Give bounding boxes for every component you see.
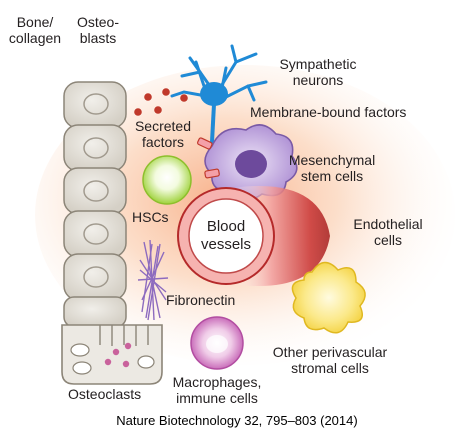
hscs-label: HSCs	[132, 209, 169, 225]
blood-vessel	[177, 186, 330, 286]
mesenchymal-line-2: stem cells	[300, 168, 364, 184]
other-perivascular-line-2: stromal cells	[291, 360, 369, 376]
mesenchymal-line-1: Mesenchymal	[288, 152, 376, 168]
other-perivascular-line-1: Other perivascular	[272, 344, 388, 360]
macrophages-line-2: immune cells	[176, 390, 258, 406]
macrophages-label: Macrophages, immune cells	[164, 374, 270, 406]
bone-cell-column	[63, 81, 127, 328]
blood-vessels-line-1: Blood	[206, 218, 246, 235]
membrane-bound-factor-marks	[197, 137, 220, 179]
blood-vessels-label: Blood vessels	[196, 218, 256, 254]
sympathetic-neurons-label: Sympathetic neurons	[270, 56, 366, 88]
endothelial-cells-label: Endothelial cells	[344, 216, 432, 248]
citation: Nature Biotechnology 32, 795–803 (2014)	[116, 413, 358, 428]
mesenchymal-stem-cells-label: Mesenchymal stem cells	[284, 152, 380, 184]
secreted-factors-line-2: factors	[141, 134, 184, 150]
fibronectin-fibers	[137, 239, 169, 321]
secreted-factors-label: Secreted factors	[128, 118, 198, 150]
sympathetic-neurons-line-2: neurons	[292, 72, 344, 88]
hsc-cell	[142, 155, 192, 205]
osteoblasts-line-1: Osteo-	[76, 14, 119, 30]
secreted-factors-line-1: Secreted	[134, 118, 192, 134]
macrophage-cell	[190, 316, 244, 370]
stromal-cell	[291, 261, 366, 334]
bone-collagen-line-2: collagen	[8, 30, 62, 46]
other-perivascular-label: Other perivascular stromal cells	[262, 344, 398, 376]
membrane-bound-factors-label: Membrane-bound factors	[250, 104, 407, 120]
macrophages-line-1: Macrophages,	[172, 374, 262, 390]
bone-collagen-label: Bone/ collagen	[6, 14, 64, 46]
osteoblasts-label: Osteo- blasts	[68, 14, 128, 46]
sympathetic-neuron	[170, 44, 268, 150]
secreted-factor-dots	[134, 88, 188, 116]
blood-vessels-line-2: vessels	[200, 236, 252, 253]
mesenchymal-stem-cell	[204, 124, 298, 201]
osteoclasts-label: Osteoclasts	[68, 386, 142, 402]
sympathetic-neurons-line-1: Sympathetic	[279, 56, 357, 72]
bone-collagen-line-1: Bone/	[16, 14, 54, 30]
fibronectin-label: Fibronectin	[166, 292, 236, 308]
osteoclast-cell	[61, 324, 163, 385]
osteoblasts-line-2: blasts	[79, 30, 117, 46]
endothelial-line-2: cells	[373, 232, 402, 248]
endothelial-line-1: Endothelial	[353, 216, 423, 232]
